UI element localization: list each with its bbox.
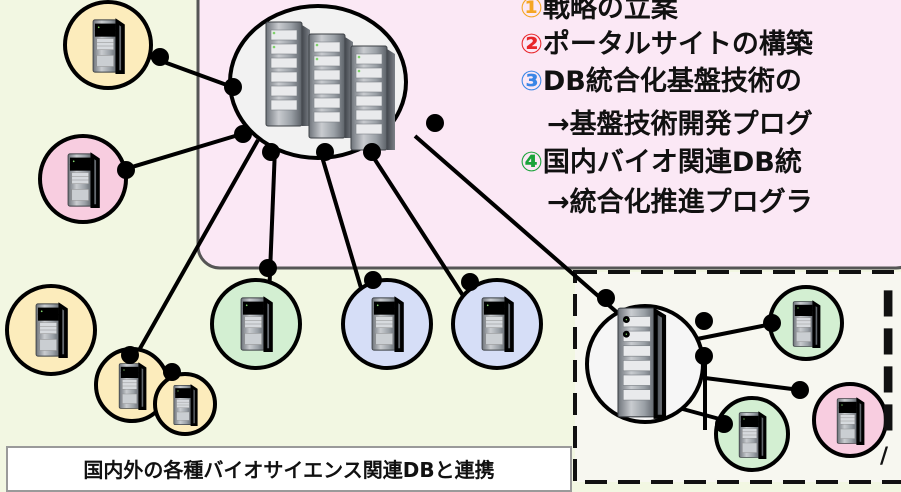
edge-glyph-4: ▌ bbox=[884, 406, 901, 431]
marker-1: ① bbox=[520, 0, 543, 24]
edge-glyph-5: / bbox=[880, 444, 889, 469]
node-green-3 bbox=[714, 396, 790, 472]
peripheral-nodes bbox=[5, 0, 888, 472]
marker-2: ② bbox=[520, 29, 543, 60]
edge-glyph-2: ▌ bbox=[884, 330, 901, 355]
panel-item-3: ③DB統合化基盤技術の bbox=[520, 59, 802, 98]
panel-item-4: ④国内バイオ関連DB統 bbox=[520, 140, 802, 179]
panel-item-2-text: ポータルサイトの構築 bbox=[542, 29, 813, 60]
node-pink-left bbox=[38, 134, 128, 224]
edge-glyph-1: ▌ bbox=[884, 292, 901, 317]
panel-item-4-sub: →統合化推進プログラ bbox=[547, 180, 813, 219]
node-yellow-top-left bbox=[63, 0, 153, 90]
panel-item-2: ②ポータルサイトの構築 bbox=[520, 22, 813, 61]
panel-item-1-text: 戦略の立案 bbox=[542, 0, 678, 24]
network-diagram bbox=[5, 0, 901, 484]
node-yellow-bottom-1 bbox=[5, 284, 97, 376]
panel-item-1: ①戦略の立案 bbox=[520, 0, 678, 25]
node-blue-2 bbox=[451, 278, 543, 370]
panel-item-4-sub-text: →統合化推進プログラ bbox=[547, 187, 813, 218]
connection-dots bbox=[117, 48, 809, 433]
marker-4: ④ bbox=[520, 147, 543, 178]
panel-item-3-text: DB統合化基盤技術の bbox=[542, 66, 802, 97]
edge-glyph-3: ▌ bbox=[884, 368, 901, 393]
caption-box: 国内外の各種バイオサイエンス関連DBと連携 bbox=[6, 446, 572, 492]
panel-item-3-sub: →基盤技術開発プログ bbox=[547, 102, 813, 141]
node-blue-1 bbox=[341, 278, 433, 370]
node-yellow-bottom-3 bbox=[153, 372, 217, 436]
node-green-1 bbox=[210, 278, 302, 370]
panel-item-4-text: 国内バイオ関連DB統 bbox=[542, 147, 802, 178]
marker-3: ③ bbox=[520, 66, 543, 97]
panel-item-3-sub-text: →基盤技術開発プログ bbox=[547, 109, 813, 140]
central-hub bbox=[228, 4, 408, 160]
node-sub-hub bbox=[585, 304, 705, 424]
node-pink-right bbox=[812, 382, 888, 458]
